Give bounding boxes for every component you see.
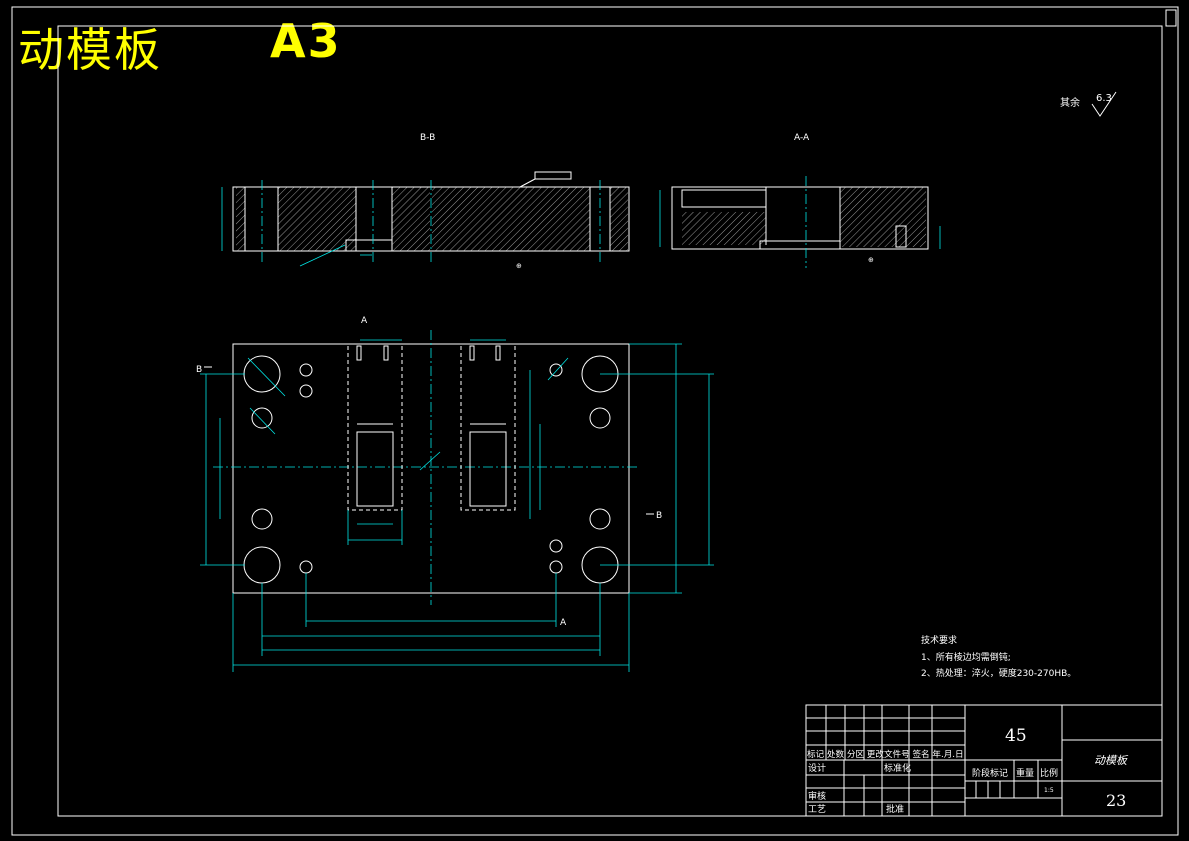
tb-standardize: 标准化 xyxy=(884,762,911,774)
title-block xyxy=(805,704,1163,817)
cut-mark-b-left: B xyxy=(196,365,202,375)
tb-stage-mark: 阶段标记 xyxy=(972,767,1008,779)
tb-process: 工艺 xyxy=(808,804,826,815)
tech-req-item-1: 1、所有棱边均需倒钝; xyxy=(921,651,1011,663)
dimension-lines xyxy=(200,339,714,672)
tech-req-heading: 技术要求 xyxy=(921,634,957,646)
sheet-size-label: A3 xyxy=(270,14,342,68)
outer-frame xyxy=(11,6,1179,836)
inner-frame xyxy=(57,25,1163,817)
plan-view xyxy=(213,330,640,605)
tb-number: 23 xyxy=(1106,791,1126,810)
svg-text:⊕: ⊕ xyxy=(516,262,522,270)
cut-mark-a-bottom: A xyxy=(560,618,567,628)
roughness-symbol xyxy=(1091,91,1117,117)
tb-design: 设计 xyxy=(808,762,826,774)
cut-mark-b-right: B xyxy=(656,511,662,521)
tb-scale: 1:5 xyxy=(1044,787,1054,794)
section-view-aa: ⊕ xyxy=(659,176,941,268)
tb-material: 45 xyxy=(1005,726,1027,746)
section-view-bb: ⊕ xyxy=(221,171,630,270)
svg-text:⊕: ⊕ xyxy=(868,256,874,264)
section-label-aa: A-A xyxy=(794,133,810,143)
tb-weight: 重量 xyxy=(1016,767,1034,779)
tb-part-name: 动模板 xyxy=(1094,754,1129,767)
roughness-prefix: 其余 xyxy=(1060,96,1080,109)
drawing-title-text: 动模板 xyxy=(18,23,162,77)
tb-review: 审核 xyxy=(808,790,826,802)
drawing-title: 动模板 A3 xyxy=(18,14,340,80)
roughness-value: 6.3 xyxy=(1096,93,1112,104)
tech-req-item-2: 2、热处理：淬火，硬度230-270HB。 xyxy=(921,667,1076,679)
tb-approve: 批准 xyxy=(886,803,904,815)
section-label-bb: B-B xyxy=(420,133,435,143)
corner-mark xyxy=(1165,9,1177,27)
cut-mark-a-top: A xyxy=(361,316,368,326)
tb-row-labels: 标记 处数 分区 更改文件号 签名 年.月.日 xyxy=(807,748,964,760)
tb-ratio: 比例 xyxy=(1040,767,1058,779)
